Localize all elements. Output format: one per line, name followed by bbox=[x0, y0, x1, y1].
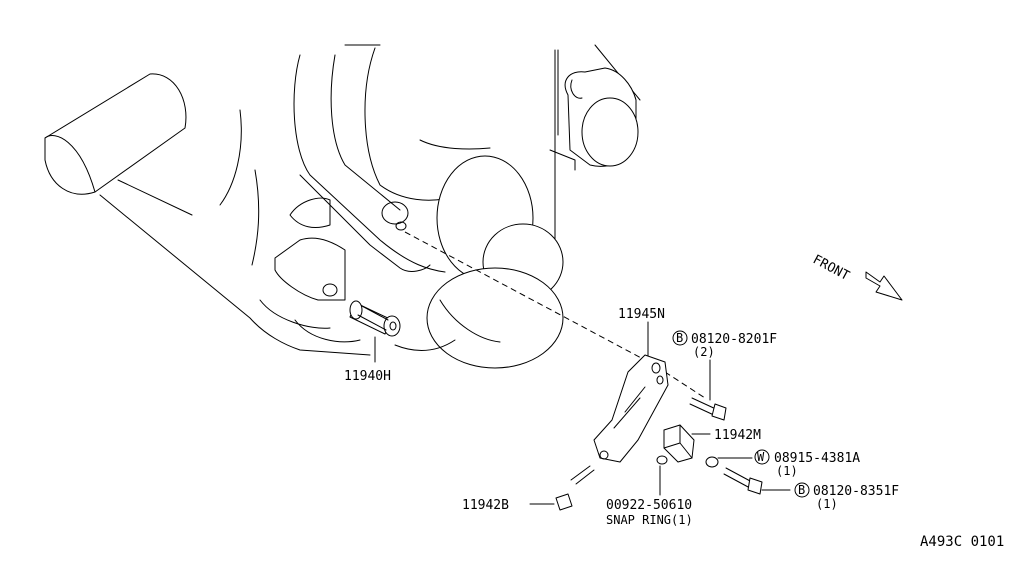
engine-block-drawing bbox=[44, 44, 641, 369]
label-08120-8351F: B 08120-8351F (1) bbox=[794, 482, 899, 511]
part-00922-50610-drawing bbox=[656, 455, 668, 496]
prefix-w-icon: W bbox=[757, 450, 765, 464]
part-number: 00922-50610 bbox=[606, 498, 692, 513]
label-11942M: 11942M bbox=[714, 428, 761, 443]
quantity: (1) bbox=[816, 497, 838, 511]
label-08120-8201F: B 08120-8201F (2) bbox=[672, 330, 777, 359]
alignment-dashed-line bbox=[404, 231, 646, 361]
part-11942M-drawing bbox=[663, 424, 711, 463]
quantity: (2) bbox=[693, 345, 715, 359]
label-11942B: 11942B bbox=[462, 498, 509, 513]
prefix-b-icon: B bbox=[798, 483, 805, 497]
front-label: FRONT bbox=[810, 252, 852, 284]
front-direction-arrow-icon bbox=[865, 271, 903, 301]
quantity: (1) bbox=[776, 464, 798, 478]
part-number: 08915-4381A bbox=[774, 451, 860, 466]
snap-ring-caption: SNAP RING(1) bbox=[606, 513, 693, 527]
part-08120-8201F-drawing bbox=[689, 359, 727, 421]
part-11942B-drawing bbox=[529, 465, 595, 511]
diagram-code: A493C 0101 bbox=[920, 534, 1004, 550]
label-00922-50610: 00922-50610 SNAP RING(1) bbox=[606, 498, 693, 527]
part-number: 08120-8351F bbox=[813, 484, 899, 499]
part-number: 08120-8201F bbox=[691, 332, 777, 347]
label-08915-4381A: W 08915-4381A (1) bbox=[754, 449, 860, 478]
part-11945N-drawing bbox=[593, 321, 669, 463]
part-08915-4381A-drawing bbox=[705, 456, 753, 468]
label-11940H: 11940H bbox=[344, 369, 391, 384]
label-11945N: 11945N bbox=[618, 307, 665, 322]
alignment-dashed-line-2 bbox=[664, 371, 706, 399]
part-11940H-drawing bbox=[349, 300, 401, 363]
part-08120-8351F-drawing bbox=[723, 467, 791, 495]
prefix-b-icon: B bbox=[676, 331, 683, 345]
